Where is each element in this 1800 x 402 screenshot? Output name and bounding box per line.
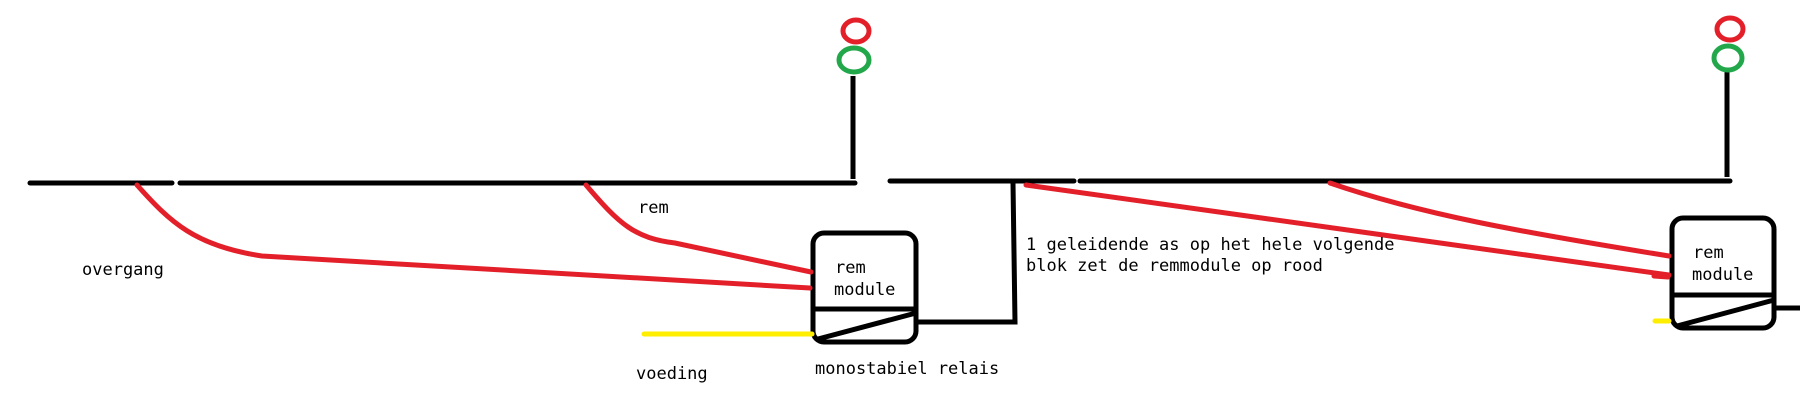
note-line2: blok zet de remmodule op rood [1026,256,1323,276]
relay-left-switch [817,310,917,342]
brake-wire-next-block-b [1327,180,1672,259]
signal-left-red-lamp [840,17,872,45]
brake-wire-overgang [134,182,813,291]
power-wires [641,318,1672,337]
signal-right-red-lamp [1714,15,1746,43]
brake-wire-stub [1651,273,1671,280]
module-left-label-line1: rem [835,258,866,278]
module-right-label-line2: module [1692,265,1753,285]
note-line1: 1 geleidende as op het hele volgende [1026,235,1394,255]
brake-module-right-box [1669,215,1777,331]
detection-wire [916,182,1018,325]
label-overgang: overgang [82,260,164,280]
relay-right-switch [1676,297,1775,329]
signal-left [836,17,872,179]
label-voeding: voeding [636,364,708,384]
brake-wire-rem [583,182,814,275]
module-right-label-line1: rem [1693,243,1724,263]
brake-module-right [1669,215,1800,331]
module-left-label-line2: module [834,280,895,300]
signal-left-green-lamp [836,45,872,75]
label-monostabiel-relais: monostabiel relais [815,359,999,379]
brake-module-left-box [810,230,919,345]
brake-module-left [810,230,919,345]
brake-wire-next-block-a [1023,182,1672,278]
brake-wires [134,180,1672,291]
label-rem: rem [638,198,669,218]
signal-right-green-lamp [1711,43,1745,73]
signal-right [1711,15,1746,177]
track [27,178,1733,186]
